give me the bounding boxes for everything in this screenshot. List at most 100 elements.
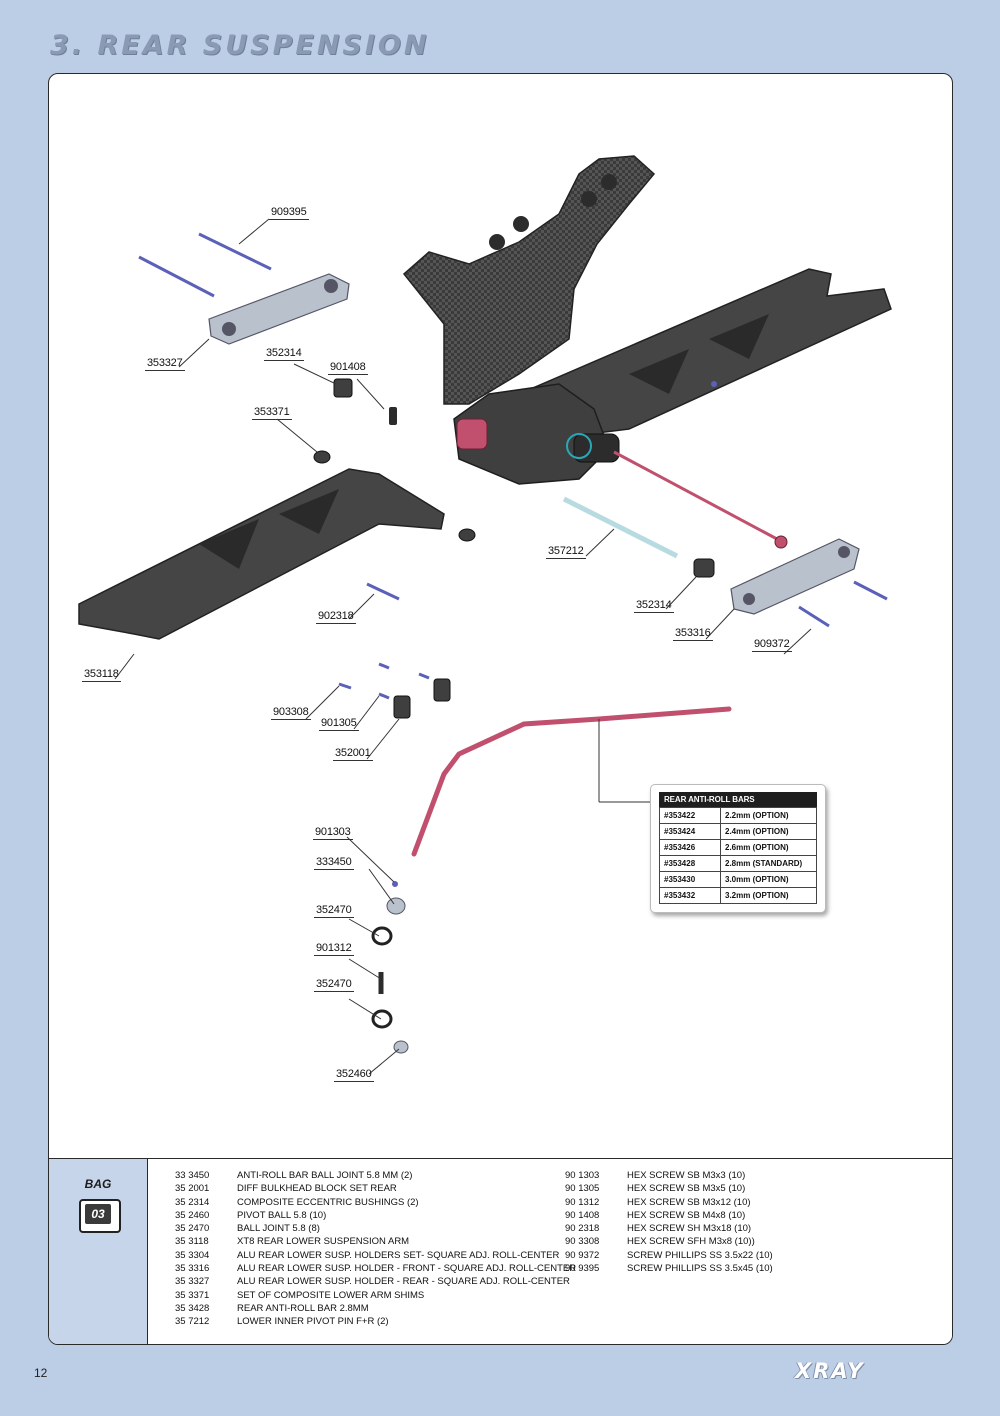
part-desc: SET OF COMPOSITE LOWER ARM SHIMS	[237, 1289, 425, 1301]
page-number: 12	[34, 1366, 48, 1380]
part-code: 35 2314	[175, 1196, 210, 1208]
callout-353118: 353118	[82, 668, 121, 682]
parts-list-left: 33 3450 ANTI-ROLL BAR BALL JOINT 5.8 MM (…	[175, 1169, 576, 1329]
part-desc: SCREW PHILLIPS SS 3.5x45 (10)	[627, 1263, 773, 1275]
part-code: 90 3308	[565, 1236, 600, 1248]
part-desc: LOWER INNER PIVOT PIN F+R (2)	[237, 1316, 389, 1328]
part-desc: HEX SCREW SFH M3x8 (10))	[627, 1236, 755, 1248]
callout-901305: 901305	[319, 717, 359, 731]
part-desc: HEX SCREW SB M3x3 (10)	[627, 1170, 746, 1181]
list-item: 35 2314 COMPOSITE ECCENTRIC BUSHINGS (2)	[175, 1196, 576, 1209]
part-desc: HEX SCREW SB M3x5 (10)	[627, 1183, 746, 1195]
callout-901303: 901303	[313, 826, 353, 840]
arb-code: #353422	[660, 808, 721, 823]
arb-code: #353428	[660, 856, 721, 871]
list-item: 90 3308 HEX SCREW SFH M3x8 (10))	[565, 1235, 773, 1248]
parts-list-section: BAG 03 33 3450 ANTI-ROLL BAR BALL JOINT 5…	[49, 1158, 952, 1344]
part-code: 90 1305	[565, 1183, 600, 1195]
list-item: 90 1303 HEX SCREW SB M3x3 (10)	[565, 1169, 773, 1182]
callout-357212: 357212	[546, 545, 586, 559]
anti-roll-table-row: #353428 2.8mm (STANDARD)	[659, 856, 817, 872]
part-desc: REAR ANTI-ROLL BAR 2.8MM	[237, 1302, 369, 1314]
callout-901312: 901312	[314, 942, 354, 956]
arb-code: #353426	[660, 840, 721, 855]
brand-logo: XRAY	[795, 1359, 865, 1383]
part-desc: HEX SCREW SB M3x12 (10)	[627, 1196, 751, 1208]
exploded-diagram	[78, 155, 892, 1075]
arb-size: 3.2mm (OPTION)	[725, 891, 789, 900]
anti-roll-table-row: #353430 3.0mm (OPTION)	[659, 872, 817, 888]
bag-number: 03	[85, 1204, 111, 1224]
callout-909372: 909372	[752, 638, 792, 652]
list-item: 33 3450 ANTI-ROLL BAR BALL JOINT 5.8 MM (…	[175, 1169, 576, 1182]
list-item: 35 7212 LOWER INNER PIVOT PIN F+R (2)	[175, 1315, 576, 1328]
arb-size: 2.8mm (STANDARD)	[725, 859, 803, 868]
callout-352470-b: 352470	[314, 978, 354, 992]
page-title: 3. REAR SUSPENSION	[50, 30, 430, 61]
list-item: 35 3118 XT8 REAR LOWER SUSPENSION ARM	[175, 1235, 576, 1248]
list-item: 35 2460 PIVOT BALL 5.8 (10)	[175, 1209, 576, 1222]
bag-label: BAG	[84, 1177, 112, 1191]
callout-333450: 333450	[314, 856, 354, 870]
part-code: 90 1303	[565, 1170, 600, 1181]
list-item: 90 1305 HEX SCREW SB M3x5 (10)	[565, 1182, 773, 1195]
arb-code: #353424	[660, 824, 721, 839]
shock-tower	[402, 155, 656, 405]
part-code: 90 1408	[565, 1209, 600, 1221]
part-desc: DIFF BULKHEAD BLOCK SET REAR	[237, 1183, 397, 1195]
anti-roll-bar-table: REAR ANTI-ROLL BARS #353422 2.2mm (OPTIO…	[650, 784, 826, 913]
list-item: 35 3327 ALU REAR LOWER SUSP. HOLDER - REA…	[175, 1275, 576, 1288]
callout-352314-b: 352314	[634, 599, 674, 613]
list-item: 90 9372 SCREW PHILLIPS SS 3.5x22 (10)	[565, 1249, 773, 1262]
list-item: 90 1312 HEX SCREW SB M3x12 (10)	[565, 1196, 773, 1209]
callout-352470: 352470	[314, 904, 354, 918]
arb-size: 2.6mm (OPTION)	[725, 843, 789, 852]
callout-909395: 909395	[269, 206, 309, 220]
list-item: 90 2318 HEX SCREW SH M3x18 (10)	[565, 1222, 773, 1235]
part-desc: ALU REAR LOWER SUSP. HOLDER - REAR - SQU…	[237, 1276, 570, 1288]
part-code: 35 3118	[175, 1236, 209, 1248]
callout-352001: 352001	[333, 747, 373, 761]
arb-size: 3.0mm (OPTION)	[725, 875, 789, 884]
part-code: 90 2318	[565, 1223, 600, 1235]
diff-bulkhead	[453, 383, 620, 485]
callout-353371: 353371	[252, 406, 292, 420]
bag-indicator: BAG 03	[49, 1159, 148, 1344]
part-code: 35 3316	[175, 1263, 210, 1275]
callout-353327: 353327	[145, 357, 185, 371]
part-desc: ANTI-ROLL BAR BALL JOINT 5.8 MM (2)	[237, 1170, 413, 1181]
part-desc: HEX SCREW SB M4x8 (10)	[627, 1209, 746, 1221]
arb-size: 2.2mm (OPTION)	[725, 811, 789, 820]
anti-roll-table-row: #353426 2.6mm (OPTION)	[659, 840, 817, 856]
part-desc: XT8 REAR LOWER SUSPENSION ARM	[237, 1236, 410, 1248]
part-desc: PIVOT BALL 5.8 (10)	[237, 1209, 327, 1221]
list-item: 35 2001 DIFF BULKHEAD BLOCK SET REAR	[175, 1182, 576, 1195]
part-code: 35 2001	[175, 1183, 210, 1195]
part-code: 90 1312	[565, 1196, 600, 1208]
part-desc: ALU REAR LOWER SUSP. HOLDERS SET- SQUARE…	[237, 1249, 560, 1261]
alu-holder-rear	[208, 273, 350, 345]
part-code: 35 2460	[175, 1209, 210, 1221]
left-lower-arm	[78, 468, 445, 640]
part-code: 35 3327	[175, 1276, 210, 1288]
part-code: 33 3450	[175, 1170, 210, 1181]
callout-903308: 903308	[271, 706, 311, 720]
anti-roll-table-row: #353422 2.2mm (OPTION)	[659, 807, 817, 824]
part-desc: HEX SCREW SH M3x18 (10)	[627, 1223, 752, 1235]
part-code: 35 7212	[175, 1316, 210, 1328]
arb-code: #353432	[660, 888, 721, 903]
part-desc: COMPOSITE ECCENTRIC BUSHINGS (2)	[237, 1196, 419, 1208]
part-code: 90 9372	[565, 1249, 600, 1261]
alu-holder-front	[730, 538, 860, 615]
part-desc: SCREW PHILLIPS SS 3.5x22 (10)	[627, 1249, 773, 1261]
arb-size: 2.4mm (OPTION)	[725, 827, 789, 836]
list-item: 90 1408 HEX SCREW SB M4x8 (10)	[565, 1209, 773, 1222]
instruction-panel: 909395 353327 352314 901408 353371 35721…	[48, 73, 953, 1345]
